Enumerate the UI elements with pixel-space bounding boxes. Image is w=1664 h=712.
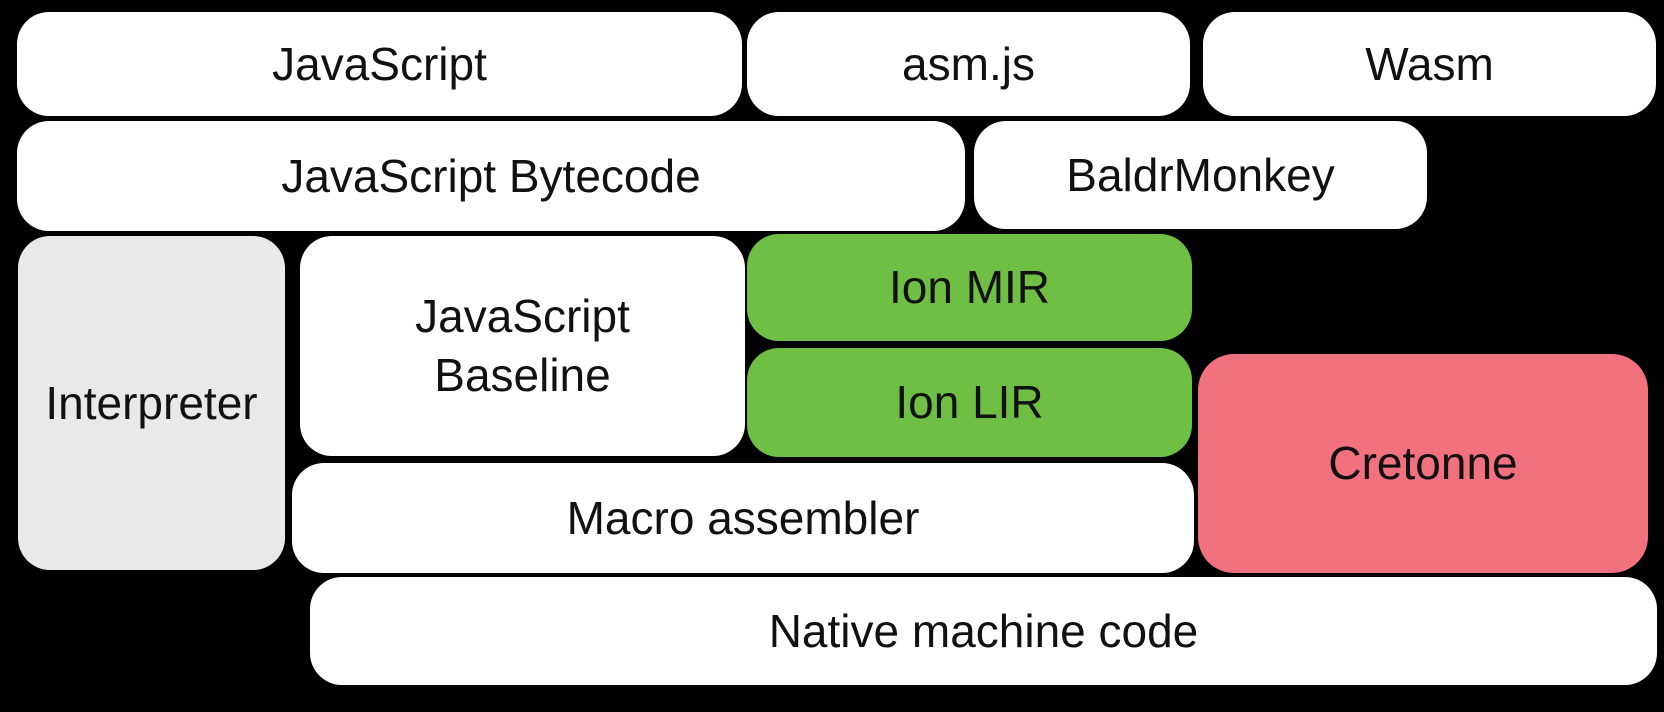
- node-macro-assembler: Macro assembler: [292, 463, 1194, 573]
- node-javascript-bytecode: JavaScript Bytecode: [17, 121, 965, 231]
- node-asmjs: asm.js: [747, 12, 1190, 116]
- node-cretonne: Cretonne: [1198, 354, 1648, 573]
- node-interpreter: Interpreter: [18, 236, 285, 570]
- node-ion-lir: Ion LIR: [747, 348, 1192, 457]
- node-javascript-baseline: JavaScript Baseline: [300, 236, 745, 456]
- node-baldrmonkey: BaldrMonkey: [974, 121, 1427, 229]
- node-javascript: JavaScript: [17, 12, 742, 116]
- node-native-machine-code: Native machine code: [310, 577, 1657, 685]
- node-ion-mir: Ion MIR: [747, 234, 1192, 341]
- node-wasm: Wasm: [1203, 12, 1656, 116]
